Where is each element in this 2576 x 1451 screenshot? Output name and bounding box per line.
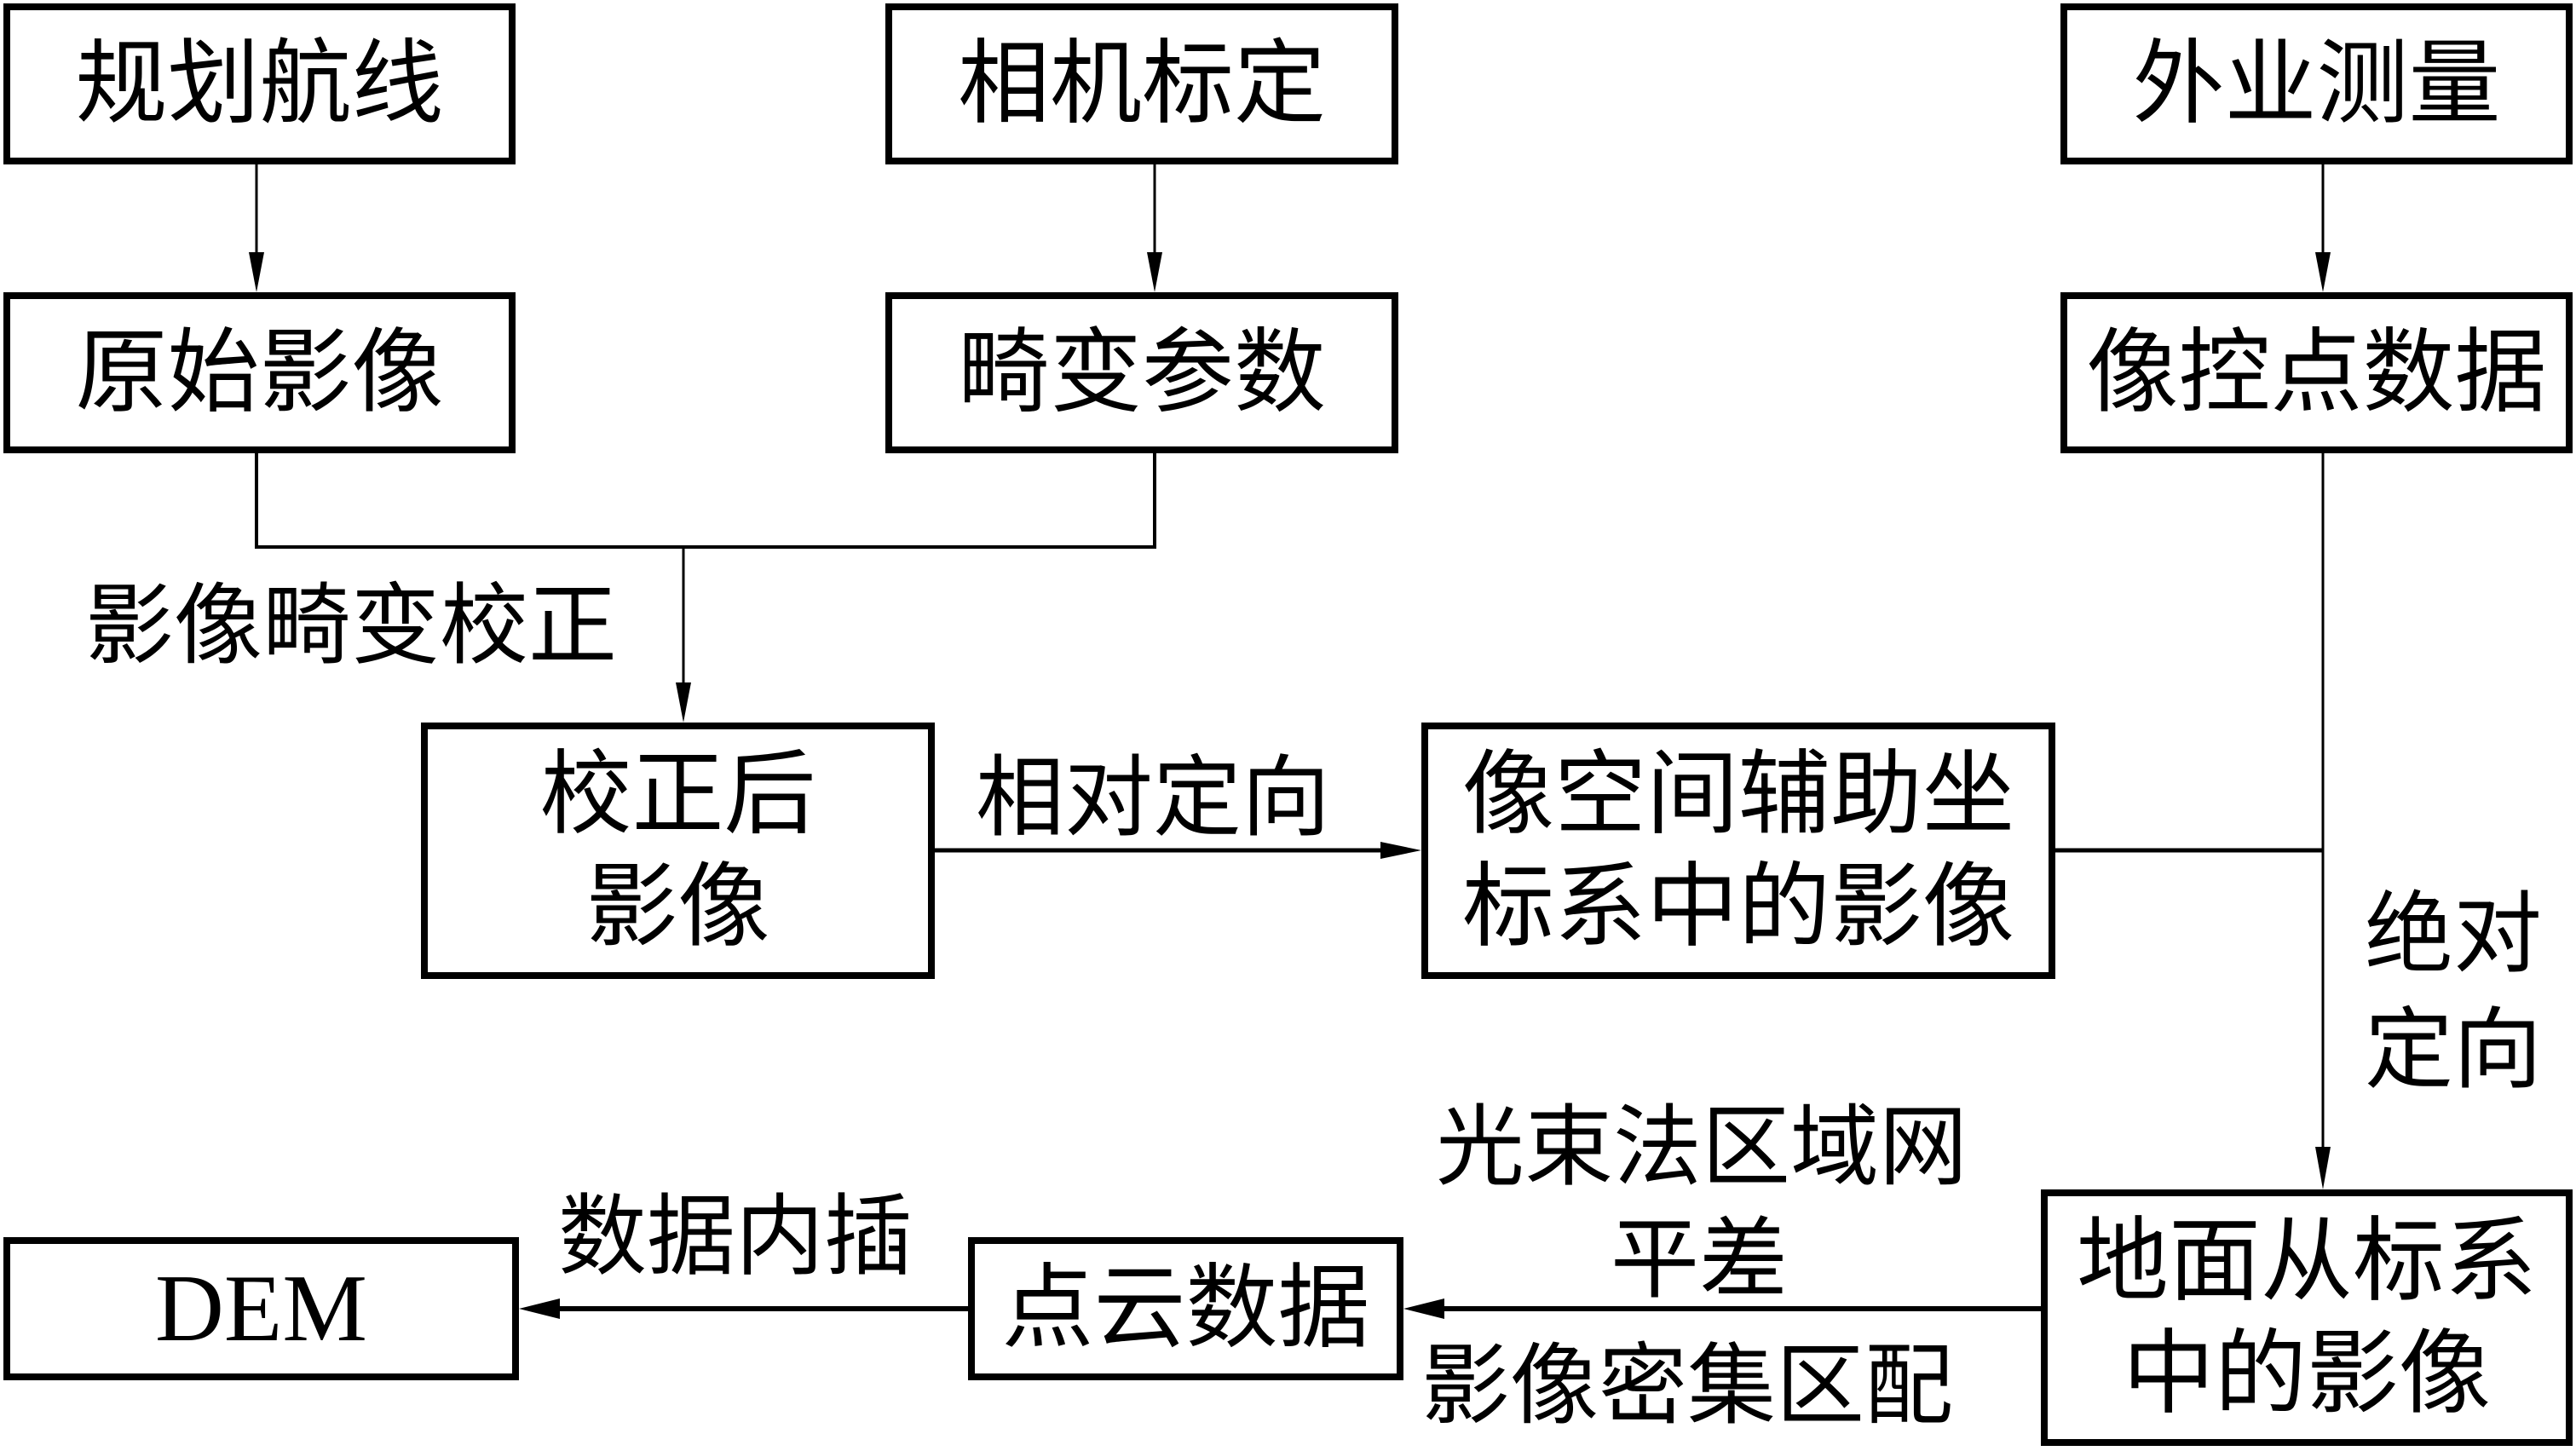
node-field-survey: 外业测量	[2060, 3, 2573, 164]
node-dem: DEM	[3, 1237, 519, 1380]
node-label: 原始影像	[75, 319, 444, 426]
label-dense-matching: 影像密集区配	[1421, 1333, 1954, 1437]
arrowhead	[2315, 1147, 2331, 1189]
node-label: 点云数据	[1001, 1255, 1370, 1362]
arrowhead	[676, 682, 691, 723]
node-control-point-data: 像控点数据	[2060, 292, 2573, 453]
label-data-interpolation: 数据内插	[558, 1184, 913, 1288]
arrowhead	[249, 252, 264, 292]
node-label: 畸变参数	[957, 319, 1326, 426]
node-label-line1: 像空间辅助坐	[1461, 740, 2014, 848]
arrowhead	[519, 1298, 560, 1319]
arrowhead	[1380, 842, 1421, 859]
label-distortion-correction: 影像畸变校正	[85, 573, 618, 677]
node-label: 外业测量	[2132, 30, 2501, 137]
label-absolute-orientation-2: 定向	[2365, 998, 2543, 1102]
label-bundle-adjustment-1: 光束法区域网	[1436, 1095, 1968, 1199]
arrowhead	[1403, 1298, 1444, 1319]
node-corrected-images: 校正后 影像	[421, 723, 935, 979]
node-label-line1: 地面从标系	[2076, 1207, 2537, 1315]
label-absolute-orientation-1: 绝对	[2365, 882, 2543, 986]
node-label-line1: 校正后	[539, 740, 816, 848]
node-label: 像控点数据	[2086, 319, 2547, 426]
node-label: DEM	[155, 1256, 367, 1362]
node-raw-images: 原始影像	[3, 292, 516, 453]
node-label: 规划航线	[75, 30, 444, 137]
node-label-line2: 中的影像	[2122, 1320, 2491, 1427]
edge-merge-to-corrected	[255, 453, 1156, 549]
node-ground-coords: 地面从标系 中的影像	[2041, 1189, 2573, 1446]
node-point-cloud: 点云数据	[968, 1237, 1403, 1380]
node-label-line2: 标系中的影像	[1461, 853, 2014, 960]
node-label-line2: 影像	[585, 853, 770, 960]
node-image-space-coords: 像空间辅助坐 标系中的影像	[1421, 723, 2055, 979]
node-label: 相机标定	[957, 30, 1326, 137]
arrowhead	[2315, 252, 2331, 292]
label-bundle-adjustment-2: 平差	[1611, 1207, 1789, 1311]
label-relative-orientation: 相对定向	[976, 746, 1331, 849]
node-camera-calibration: 相机标定	[885, 3, 1398, 164]
node-distortion-params: 畸变参数	[885, 292, 1398, 453]
arrowhead	[1147, 252, 1162, 292]
node-plan-route: 规划航线	[3, 3, 516, 164]
